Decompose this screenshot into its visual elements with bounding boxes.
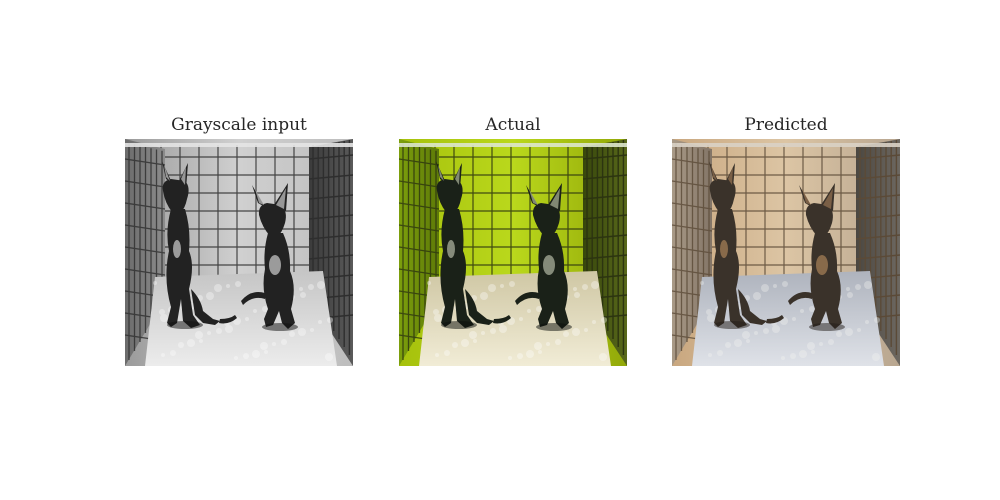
puppy-chest-marks bbox=[720, 240, 828, 275]
predicted-color-image bbox=[672, 139, 900, 366]
panel-title: Actual bbox=[485, 115, 541, 135]
panel-grayscale-input: Grayscale input bbox=[125, 113, 353, 366]
puppy-shadows bbox=[167, 321, 298, 331]
crate-top-rail bbox=[399, 143, 627, 147]
panel-actual: Actual bbox=[399, 113, 627, 366]
crate-scene bbox=[672, 139, 900, 366]
panel-title: Predicted bbox=[744, 115, 828, 135]
crate-left-wires bbox=[672, 143, 713, 360]
puppy-highlights bbox=[164, 165, 286, 209]
crate-scene bbox=[399, 139, 627, 366]
crate-top-rail bbox=[672, 143, 900, 147]
puppy-left bbox=[709, 161, 784, 328]
crate-scene bbox=[125, 139, 353, 366]
puppy-chest-marks bbox=[173, 240, 281, 275]
grayscale-input-image bbox=[125, 139, 353, 366]
actual-color-image bbox=[399, 139, 627, 366]
crate-top-rail bbox=[125, 143, 353, 147]
puppy-shadows bbox=[714, 321, 845, 331]
panel-title: Grayscale input bbox=[171, 115, 307, 135]
puppy-chest-marks bbox=[447, 240, 555, 275]
panel-predicted: Predicted bbox=[672, 113, 900, 366]
puppy-highlights bbox=[711, 165, 833, 209]
puppy-highlights bbox=[438, 165, 560, 209]
crate-right-wires bbox=[308, 140, 353, 355]
puppy-shadows bbox=[441, 321, 572, 331]
